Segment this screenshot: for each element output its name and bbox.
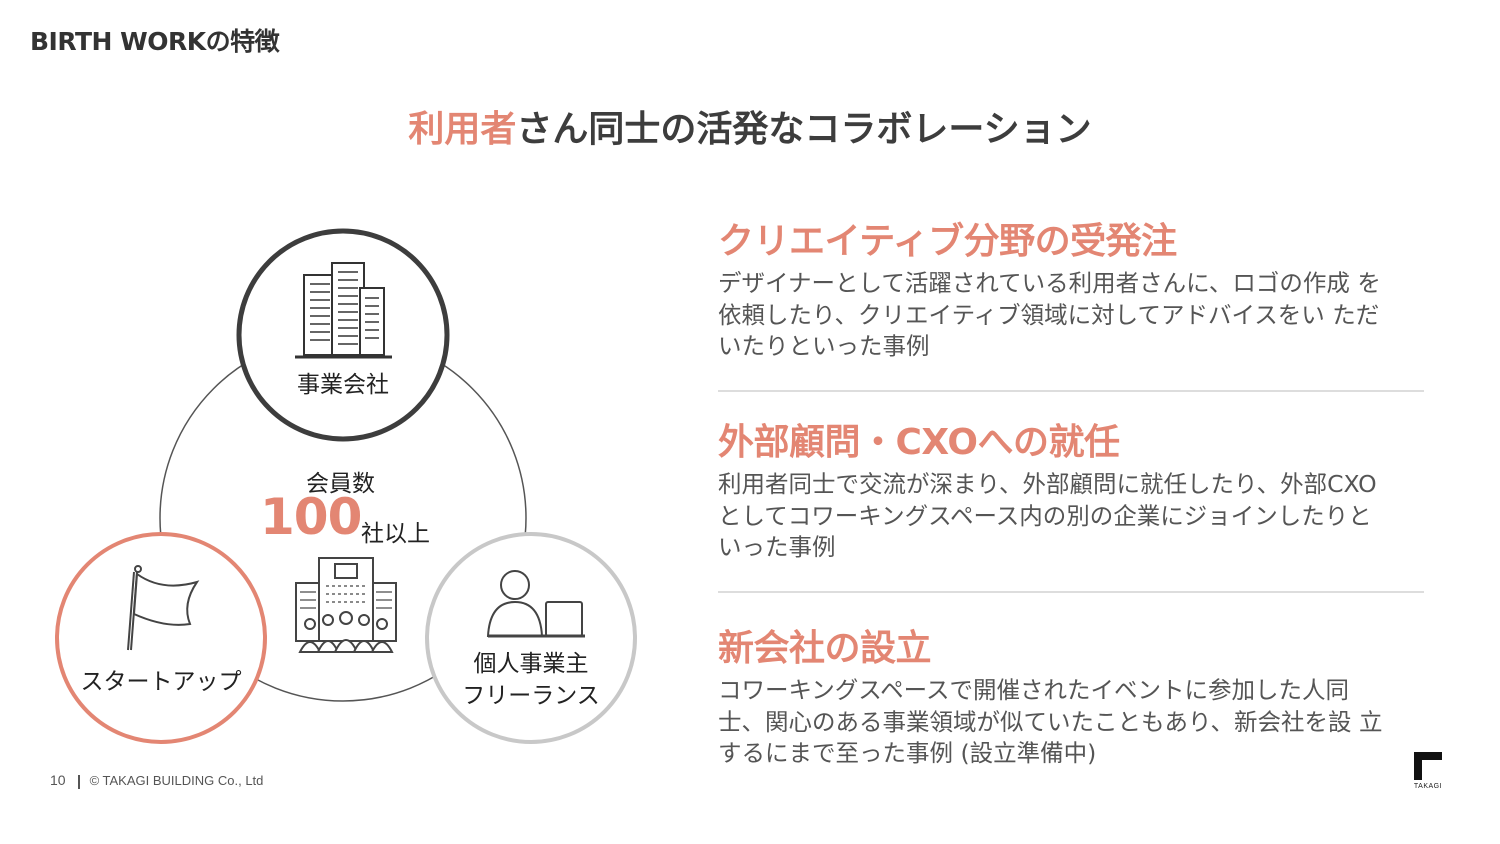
section-heading: 外部顧問・CXOへの就任	[718, 422, 1120, 463]
person-laptop-icon	[486, 570, 585, 638]
left-node-circle	[55, 532, 267, 744]
membership-diagram: 事業会社 会員数 100 社以上 スタートアップ 個人事業主 フリーランス	[0, 200, 680, 760]
flag-icon	[127, 565, 200, 651]
footer: 10 © TAKAGI BUILDING Co., Ltd	[50, 772, 263, 789]
section-creative: クリエイティブ分野の受発注 デザイナーとして活躍されている利用者さんに、ロゴの作…	[718, 212, 1428, 363]
buildings-icon	[295, 262, 392, 359]
section-cxo: 外部顧問・CXOへの就任 利用者同士で交流が深まり、外部顧問に就任したり、外部C…	[718, 413, 1428, 564]
section-body: コワーキングスペースで開催されたイベントに参加した人同 士、関心のある事業領域が…	[718, 676, 1383, 767]
right-node-label-line1: 個人事業主	[473, 651, 589, 677]
section-divider	[718, 390, 1424, 392]
section-divider	[718, 591, 1424, 593]
section-new-company: 新会社の設立 コワーキングスペースで開催されたイベントに参加した人同 士、関心の…	[718, 619, 1428, 770]
page-number: 10	[50, 772, 66, 788]
page-header-title: BIRTH WORKの特徴	[30, 27, 280, 56]
center-label: 会員数	[306, 471, 375, 497]
office-people-icon	[295, 557, 397, 653]
takagi-logo: TAKAGI	[1410, 750, 1446, 794]
section-body: デザイナーとして活躍されている利用者さんに、ロゴの作成 を依頼したり、クリエイテ…	[718, 269, 1381, 360]
main-title: 利用者さん同士の活発なコラボレーション	[0, 100, 1500, 152]
right-node-label-line2: フリーランス	[462, 683, 600, 709]
section-heading: 新会社の設立	[718, 628, 932, 669]
section-body: 利用者同士で交流が深まり、外部顧問に就任したり、外部CXOとしてコワーキングスペ…	[718, 470, 1377, 561]
left-node-label: スタートアップ	[80, 669, 242, 695]
logo-mark-icon	[1414, 752, 1442, 780]
section-heading: クリエイティブ分野の受発注	[718, 221, 1177, 262]
right-node-circle	[425, 532, 637, 744]
member-count-suffix: 社以上	[361, 521, 430, 547]
copyright: © TAKAGI BUILDING Co., Ltd	[89, 773, 264, 788]
logo-text: TAKAGI	[1413, 783, 1443, 790]
member-count-number: 100	[260, 488, 362, 546]
main-title-rest: さん同士の活発なコラボレーション	[516, 109, 1092, 150]
diagram-graphics	[55, 228, 637, 744]
top-node-label: 事業会社	[297, 372, 389, 398]
footer-separator	[77, 774, 80, 789]
main-title-accent: 利用者	[408, 109, 517, 150]
